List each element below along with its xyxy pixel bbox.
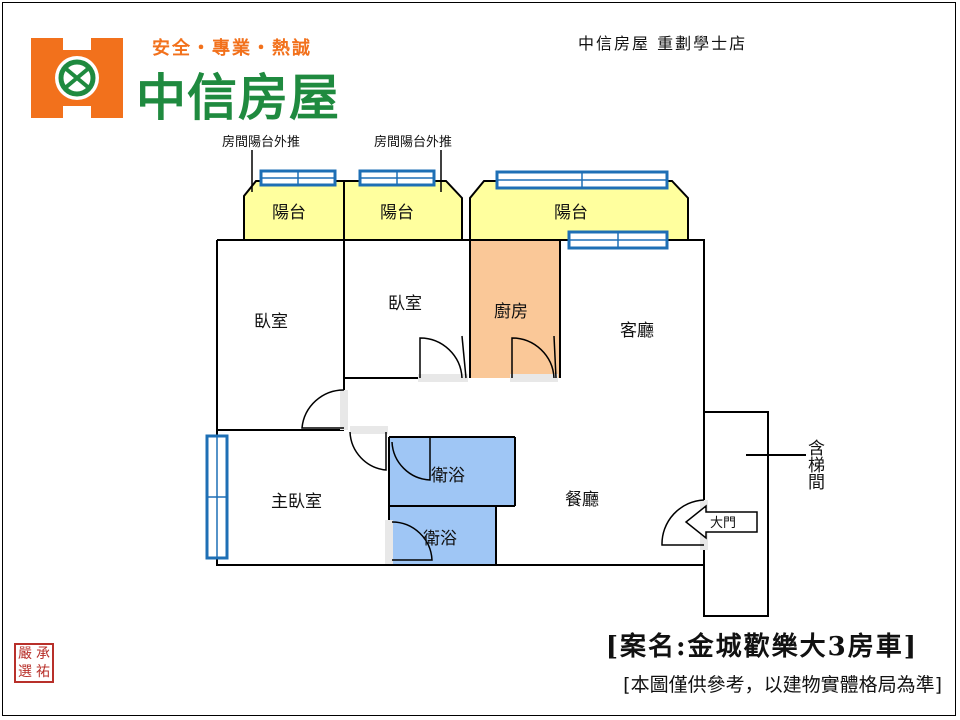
living-room-label: 客廳 (620, 321, 654, 341)
main-door-label: 大門 (710, 516, 736, 531)
seal-stamp: 嚴 承 選 祐 (14, 643, 54, 683)
balcony-3-label: 陽台 (554, 203, 588, 223)
bathroom-2-area (389, 506, 496, 565)
disclaimer: [本圖僅供參考，以建物實體格局為準] (623, 674, 942, 696)
seal-char: 嚴 (18, 646, 32, 662)
seal-char: 選 (18, 664, 32, 680)
seal-char: 承 (36, 646, 50, 662)
logo-tagline: 安全・專業・熱誠 (152, 38, 312, 59)
bedroom-2-label: 臥室 (388, 294, 422, 314)
balcony-1-label: 陽台 (272, 203, 306, 223)
stair-lift-text: 含梯間 (804, 439, 825, 491)
seal-char: 祐 (36, 664, 50, 680)
bathroom-1-label: 衛浴 (431, 466, 465, 486)
bedroom-1-label: 臥室 (254, 312, 288, 332)
kitchen-label: 廚房 (494, 301, 528, 322)
windows (205, 169, 669, 560)
bathroom-1-area (389, 437, 515, 506)
logo-name: 中信房屋 (136, 69, 340, 127)
master-bedroom-label: 主臥室 (271, 492, 322, 512)
stair-lift-label: 含梯間 (804, 439, 825, 491)
listing-title: [案名:金城歡樂大3房車] (605, 632, 918, 662)
bathroom-2-label: 衛浴 (423, 529, 457, 549)
door-swings (301, 335, 705, 561)
balcony-note-2: 房間陽台外推 (374, 134, 452, 150)
dining-room-label: 餐廳 (565, 490, 599, 510)
store-name: 中信房屋 重劃學士店 (578, 34, 748, 53)
company-logo: 安全・專業・熱誠 中信房屋 (14, 18, 404, 148)
entrance-arrow-icon (684, 504, 758, 540)
balcony-note-1: 房間陽台外推 (222, 134, 300, 150)
logo-mark-icon (31, 38, 123, 118)
balcony-2-label: 陽台 (380, 203, 414, 223)
